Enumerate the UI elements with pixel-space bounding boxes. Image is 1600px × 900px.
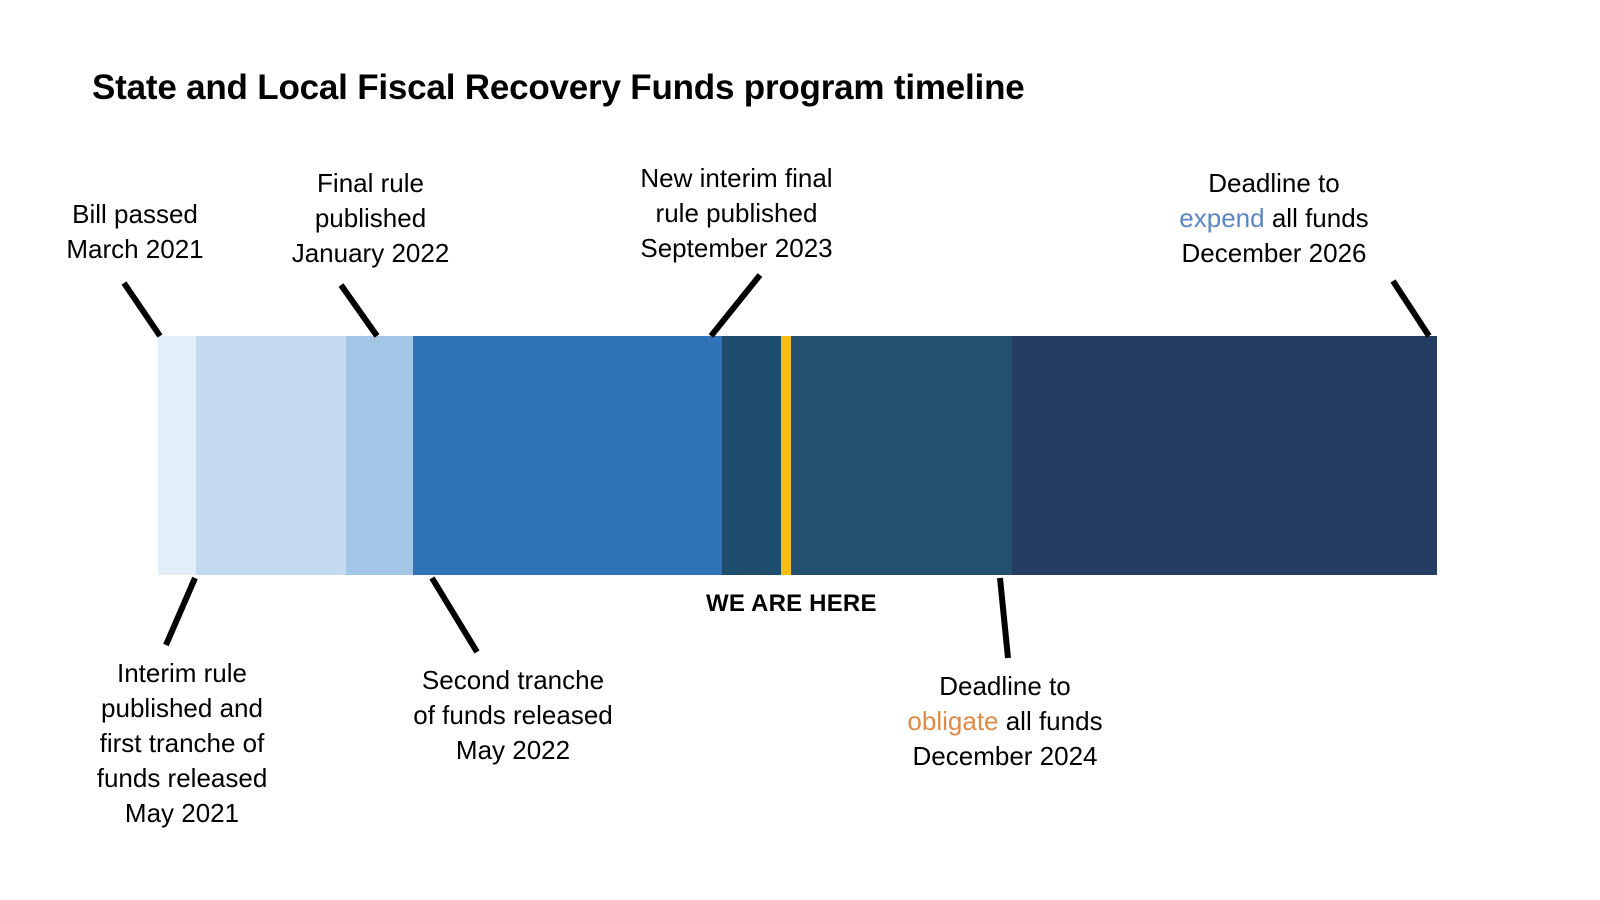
annotation-line: obligate all funds (894, 704, 1116, 739)
annotation-line: Second tranche (421, 665, 605, 695)
annotation-final-rule: Final rule published January 2022 (283, 166, 458, 271)
leader-line-expend-deadline (1390, 279, 1432, 338)
bar-segment-new-interim-final (722, 336, 781, 575)
annotation-interim-rule: Interim rule published and first tranche… (82, 656, 282, 831)
annotation-line: published (314, 203, 427, 233)
bar-segment-to-expenditure (1012, 336, 1437, 575)
leader-line-second-tranche (429, 576, 480, 654)
annotation-line-rest: all funds (998, 706, 1103, 736)
annotation-line: Deadline to (1208, 168, 1340, 198)
bar-segment-to-obligation (791, 336, 1012, 575)
annotation-line: March 2021 (66, 234, 204, 264)
annotation-line-rest: all funds (1264, 203, 1369, 233)
annotation-line: rule published (655, 198, 818, 228)
annotation-line: published and (101, 693, 263, 723)
bar-segment-second-tranche (413, 336, 722, 575)
annotation-line: Interim rule (116, 658, 248, 688)
leader-line-bill-passed (121, 281, 163, 338)
leader-line-interim-rule (163, 576, 198, 647)
annotation-line: December 2026 (1181, 238, 1367, 268)
annotation-line: Final rule (317, 168, 424, 198)
annotation-line: December 2024 (912, 741, 1098, 771)
annotation-line: of funds released (413, 700, 613, 730)
annotation-line: September 2023 (640, 233, 833, 263)
leader-line-obligate-deadline (997, 577, 1011, 659)
bar-segment-pre-interim-rule (158, 336, 196, 575)
annotation-line: Deadline to (939, 671, 1071, 701)
annotation-line: May 2021 (124, 798, 240, 828)
annotation-obligate-deadline: Deadline to obligate all funds December … (894, 669, 1116, 774)
bar-segment-interim-rule-phase (196, 336, 346, 575)
annotation-line: funds released (96, 763, 268, 793)
annotation-new-interim-final-rule: New interim final rule published Septemb… (624, 161, 849, 266)
leader-line-final-rule (338, 283, 380, 338)
bar-segment-final-rule-phase (346, 336, 413, 575)
expend-highlight: expend (1179, 203, 1265, 233)
annotation-line: May 2022 (455, 735, 571, 765)
annotation-second-tranche: Second tranche of funds released May 202… (398, 663, 628, 768)
annotation-bill-passed: Bill passed March 2021 (55, 197, 215, 267)
annotation-line: New interim final (640, 163, 833, 193)
annotation-line: expend all funds (1164, 201, 1384, 236)
annotation-expend-deadline: Deadline to expend all funds December 20… (1164, 166, 1384, 271)
obligate-highlight: obligate (907, 706, 999, 736)
page-title: State and Local Fiscal Recovery Funds pr… (92, 68, 1025, 107)
annotation-line: first tranche of (99, 728, 265, 758)
we-are-here-label: WE ARE HERE (706, 590, 877, 617)
leader-line-new-interim-final (708, 273, 763, 338)
timeline-bar (158, 336, 1437, 575)
annotation-line: Bill passed (72, 199, 198, 229)
annotation-line: January 2022 (291, 238, 450, 268)
we-are-here-marker (781, 336, 791, 575)
